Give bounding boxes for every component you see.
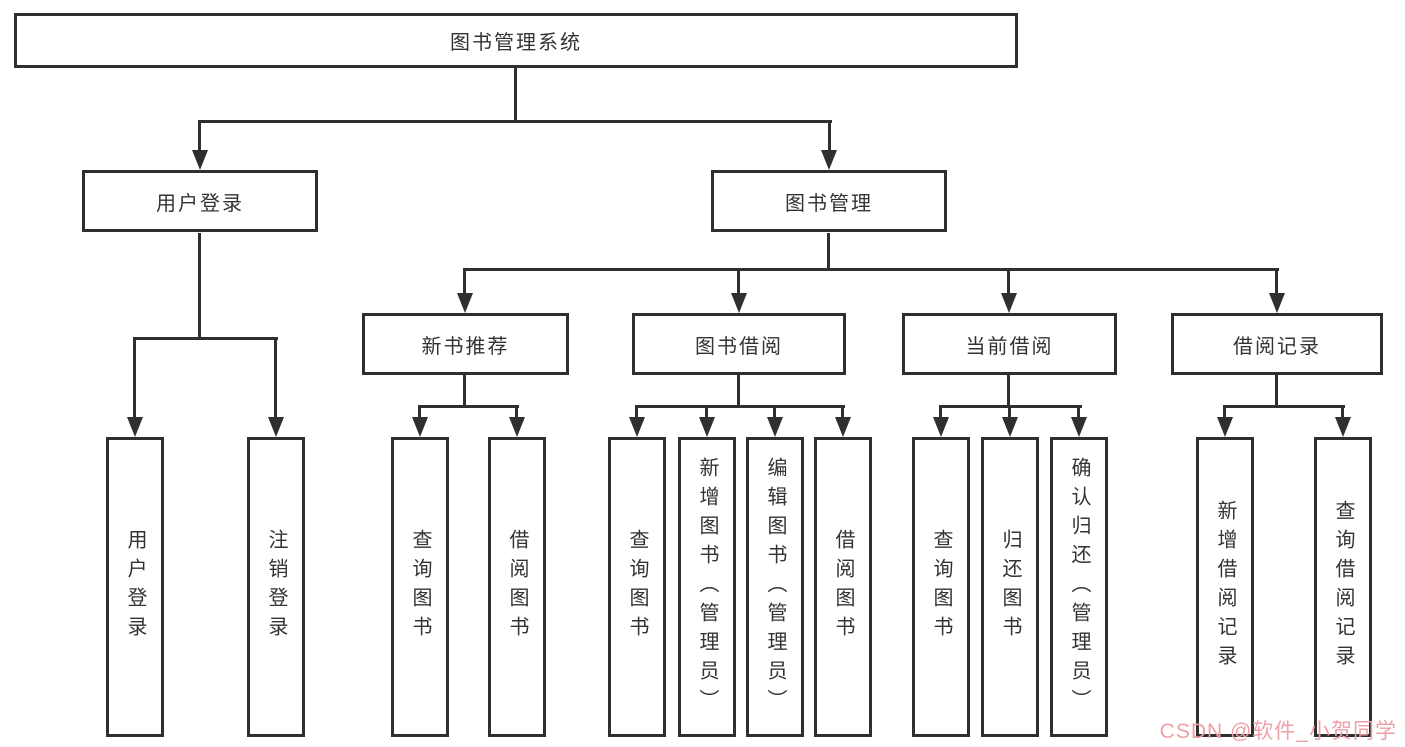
connector-book-management-drop (827, 233, 830, 268)
node-borrow-records: 借阅记录 (1171, 313, 1383, 375)
node-user-login: 用户登录 (82, 170, 318, 232)
connector-rail-level2 (198, 120, 832, 123)
node-new-book-recommend: 新书推荐 (362, 313, 569, 375)
connector-drop-current-borrow (1007, 268, 1010, 295)
leaf-edit-book-admin: 编辑图书（管理员） (746, 437, 804, 737)
arrowhead-c4 (835, 417, 851, 437)
connector-book-borrow-drop (737, 375, 740, 405)
leaf-borrow-books: 借阅图书 (814, 437, 872, 737)
connector-current-borrow-drop (1007, 375, 1010, 405)
connector-drop-leaf-user-login (133, 337, 136, 419)
arrowhead-e1 (1217, 417, 1233, 437)
arrowhead-user-login (192, 150, 208, 170)
connector-drop-d3 (1077, 405, 1080, 419)
connector-drop-c2 (705, 405, 708, 419)
leaf-user-login: 用户登录 (106, 437, 164, 737)
leaf-query-books-borrow: 查询图书 (608, 437, 666, 737)
connector-user-login-drop (198, 233, 201, 337)
connector-drop-c1 (635, 405, 638, 419)
connector-drop-c4 (841, 405, 844, 419)
arrowhead-d1 (933, 417, 949, 437)
connector-drop-c3 (773, 405, 776, 419)
node-book-management-system: 图书管理系统 (14, 13, 1018, 68)
connector-rail-user-login (133, 337, 278, 340)
leaf-query-books-recommend: 查询图书 (391, 437, 449, 737)
connector-drop-e2 (1341, 405, 1344, 419)
connector-drop-book-management (828, 120, 831, 152)
connector-drop-new-book (463, 268, 466, 295)
connector-root-drop (514, 68, 517, 120)
connector-rail-book-borrow (635, 405, 845, 408)
arrowhead-c3 (767, 417, 783, 437)
leaf-return-books: 归还图书 (981, 437, 1039, 737)
arrowhead-b2 (509, 417, 525, 437)
leaf-borrow-books-recommend: 借阅图书 (488, 437, 546, 737)
node-current-borrow: 当前借阅 (902, 313, 1117, 375)
leaf-add-book-admin: 新增图书（管理员） (678, 437, 736, 737)
node-book-management: 图书管理 (711, 170, 947, 232)
arrowhead-current-borrow (1001, 293, 1017, 313)
arrowhead-leaf-logout (268, 417, 284, 437)
arrowhead-d3 (1071, 417, 1087, 437)
arrowhead-e2 (1335, 417, 1351, 437)
arrowhead-leaf-user-login (127, 417, 143, 437)
connector-drop-b2 (515, 405, 518, 419)
arrowhead-borrow-records (1269, 293, 1285, 313)
connector-drop-borrow-records (1275, 268, 1278, 295)
arrowhead-new-book (457, 293, 473, 313)
watermark-text: CSDN @软件_小贺同学 (1159, 720, 1397, 743)
arrowhead-book-borrow (731, 293, 747, 313)
connector-rail-new-book (418, 405, 519, 408)
arrowhead-book-management (821, 150, 837, 170)
arrowhead-b1 (412, 417, 428, 437)
leaf-query-books-current: 查询图书 (912, 437, 970, 737)
leaf-add-borrow-record: 新增借阅记录 (1196, 437, 1254, 737)
connector-rail-level3 (464, 268, 1279, 271)
connector-borrow-records-drop (1275, 375, 1278, 405)
node-book-borrow: 图书借阅 (632, 313, 846, 375)
leaf-confirm-return-admin: 确认归还（管理员） (1050, 437, 1108, 737)
arrowhead-c1 (629, 417, 645, 437)
connector-drop-b1 (418, 405, 421, 419)
connector-drop-e1 (1223, 405, 1226, 419)
arrowhead-d2 (1002, 417, 1018, 437)
connector-drop-user-login (198, 120, 201, 152)
connector-drop-leaf-logout (274, 337, 277, 419)
connector-rail-borrow-records (1223, 405, 1345, 408)
leaf-logout: 注销登录 (247, 437, 305, 737)
connector-drop-d2 (1008, 405, 1011, 419)
leaf-query-borrow-record: 查询借阅记录 (1314, 437, 1372, 737)
connector-drop-d1 (939, 405, 942, 419)
connector-drop-book-borrow (737, 268, 740, 295)
arrowhead-c2 (699, 417, 715, 437)
connector-new-book-drop (463, 375, 466, 405)
